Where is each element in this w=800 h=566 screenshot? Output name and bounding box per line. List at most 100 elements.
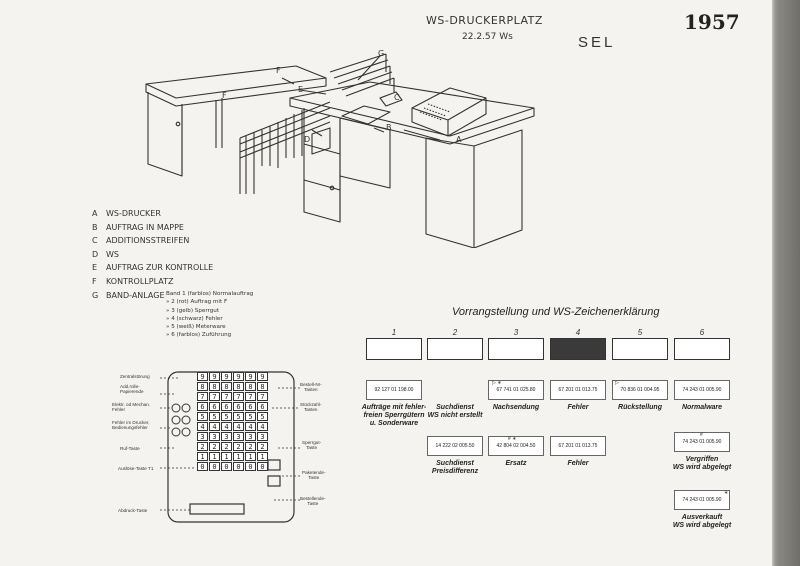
document-page: 1957 WS-DRUCKERPLATZ 22.2.57 Ws SEL	[0, 0, 772, 566]
priority-box	[550, 338, 606, 360]
keyboard-key: 2	[221, 442, 232, 451]
drawing-letter: B	[386, 123, 392, 132]
keyboard-key: 1	[257, 452, 268, 461]
priority-number: 5	[637, 328, 643, 337]
keyboard-key: 5	[245, 412, 256, 421]
keyboard-key: 6	[221, 402, 232, 411]
ws-card: 67 201 01 013.75	[550, 436, 606, 456]
keyboard-key: 2	[245, 442, 256, 451]
keyboard-key: 0	[221, 462, 232, 471]
ws-card: 74 243 01 005.90	[674, 380, 730, 400]
keyboard-key: 4	[197, 422, 208, 431]
card-mark: ▷ ∗	[492, 380, 502, 386]
keyboard-key: 7	[209, 392, 220, 401]
keyboard-key: 0	[245, 462, 256, 471]
card-label: Nachsendung	[492, 404, 540, 411]
keyboard-key: 4	[221, 422, 232, 431]
ws-card: 74 243 01 005.90	[674, 432, 730, 452]
priority-box	[612, 338, 668, 360]
keyboard-key: 6	[245, 402, 256, 411]
band-note: » 5 (weiß) Meterware	[166, 324, 226, 331]
kb-label-bottom: Abdruck-Taste	[118, 508, 148, 513]
keyboard-key: 7	[221, 392, 232, 401]
keyboard-key: 9	[233, 372, 244, 381]
drawing-letter: F	[222, 91, 227, 100]
keyboard-key: 8	[221, 382, 232, 391]
keyboard-key: 6	[197, 402, 208, 411]
drawing-letter: E	[298, 85, 303, 94]
keyboard-key: 7	[257, 392, 268, 401]
card-label: Fehler	[567, 404, 589, 411]
priority-number: 6	[699, 328, 705, 337]
keyboard-key: 8	[197, 382, 208, 391]
keyboard-key: 9	[221, 372, 232, 381]
keyboard-key: 5	[233, 412, 244, 421]
keyboard-key: 8	[209, 382, 220, 391]
keyboard-key: 1	[197, 452, 208, 461]
keyboard-key: 1	[209, 452, 220, 461]
keyboard-key: 5	[209, 412, 220, 421]
card-label: Fehler	[567, 460, 589, 467]
desk-drawing: G F F E D C B A	[145, 49, 535, 248]
year-heading: 1957	[684, 10, 740, 34]
keyboard-key: 7	[233, 392, 244, 401]
kb-label-left: Ruf-Taste	[120, 446, 140, 451]
keyboard-key: 0	[257, 462, 268, 471]
drawing-letter: D	[304, 135, 310, 144]
card-mark: ∗	[724, 490, 729, 496]
ws-card: 14 222 02 005.50	[427, 436, 483, 456]
drawing-letter: G	[378, 49, 384, 58]
keyboard-key: 5	[197, 412, 208, 421]
ws-card: 67 201 01 013.75	[550, 380, 606, 400]
kb-label-left: Fehler im Drucker,Bedienungsfehler	[112, 420, 150, 431]
drawing-letter: F	[276, 66, 281, 75]
keyboard-key: 3	[233, 432, 244, 441]
keyboard-key: 1	[221, 452, 232, 461]
priority-box	[674, 338, 730, 360]
kb-label-right: Stückzahl-Tasten	[300, 402, 322, 413]
keyboard-key: 9	[245, 372, 256, 381]
kb-label-left: Auslöse-Taste T1	[118, 466, 154, 471]
priority-number: 1	[391, 328, 397, 337]
band-note: Band 1 (farblos) Normalauftrag	[166, 291, 254, 297]
priority-number: 2	[452, 328, 458, 337]
drawing-letter: A	[456, 135, 462, 144]
kb-label-left: Add.rolle-Papierende	[120, 384, 144, 395]
keyboard-key: 4	[209, 422, 220, 431]
keyboard-key: 2	[209, 442, 220, 451]
keyboard-key: 5	[221, 412, 232, 421]
company-mark: SEL	[578, 34, 616, 51]
keyboard-key: 8	[245, 382, 256, 391]
priority-number: 3	[513, 328, 519, 337]
card-mark: # ∗	[508, 436, 517, 442]
keyboard-key: 5	[257, 412, 268, 421]
kb-label-right: Bestellende-Taste	[300, 496, 326, 507]
keyboard-key: 1	[233, 452, 244, 461]
keyboard-key: 3	[221, 432, 232, 441]
keyboard-key: 9	[257, 372, 268, 381]
band-note: » 4 (schwarz) Fehler	[166, 315, 223, 322]
kb-label-right: Paketende-Taste	[302, 470, 326, 481]
keyboard-key: 4	[257, 422, 268, 431]
priority-heading: Vorrangstellung und WS-Zeichenerklärung	[452, 306, 660, 318]
keyboard-key: 4	[245, 422, 256, 431]
card-mark: ▷	[615, 380, 619, 386]
priority-number: 4	[575, 328, 581, 337]
ws-card: 74 243 01 005.90	[674, 490, 730, 510]
keyboard-key: 9	[197, 372, 208, 381]
band-note: » 6 (farblos) Zuführung	[166, 332, 232, 339]
keyboard-key: 0	[233, 462, 244, 471]
keyboard-key: 3	[257, 432, 268, 441]
band-note: » 3 (gelb) Sperrgut	[166, 307, 220, 314]
priority-box	[366, 338, 422, 360]
ws-card: 42 804 02 004.50	[488, 436, 544, 456]
